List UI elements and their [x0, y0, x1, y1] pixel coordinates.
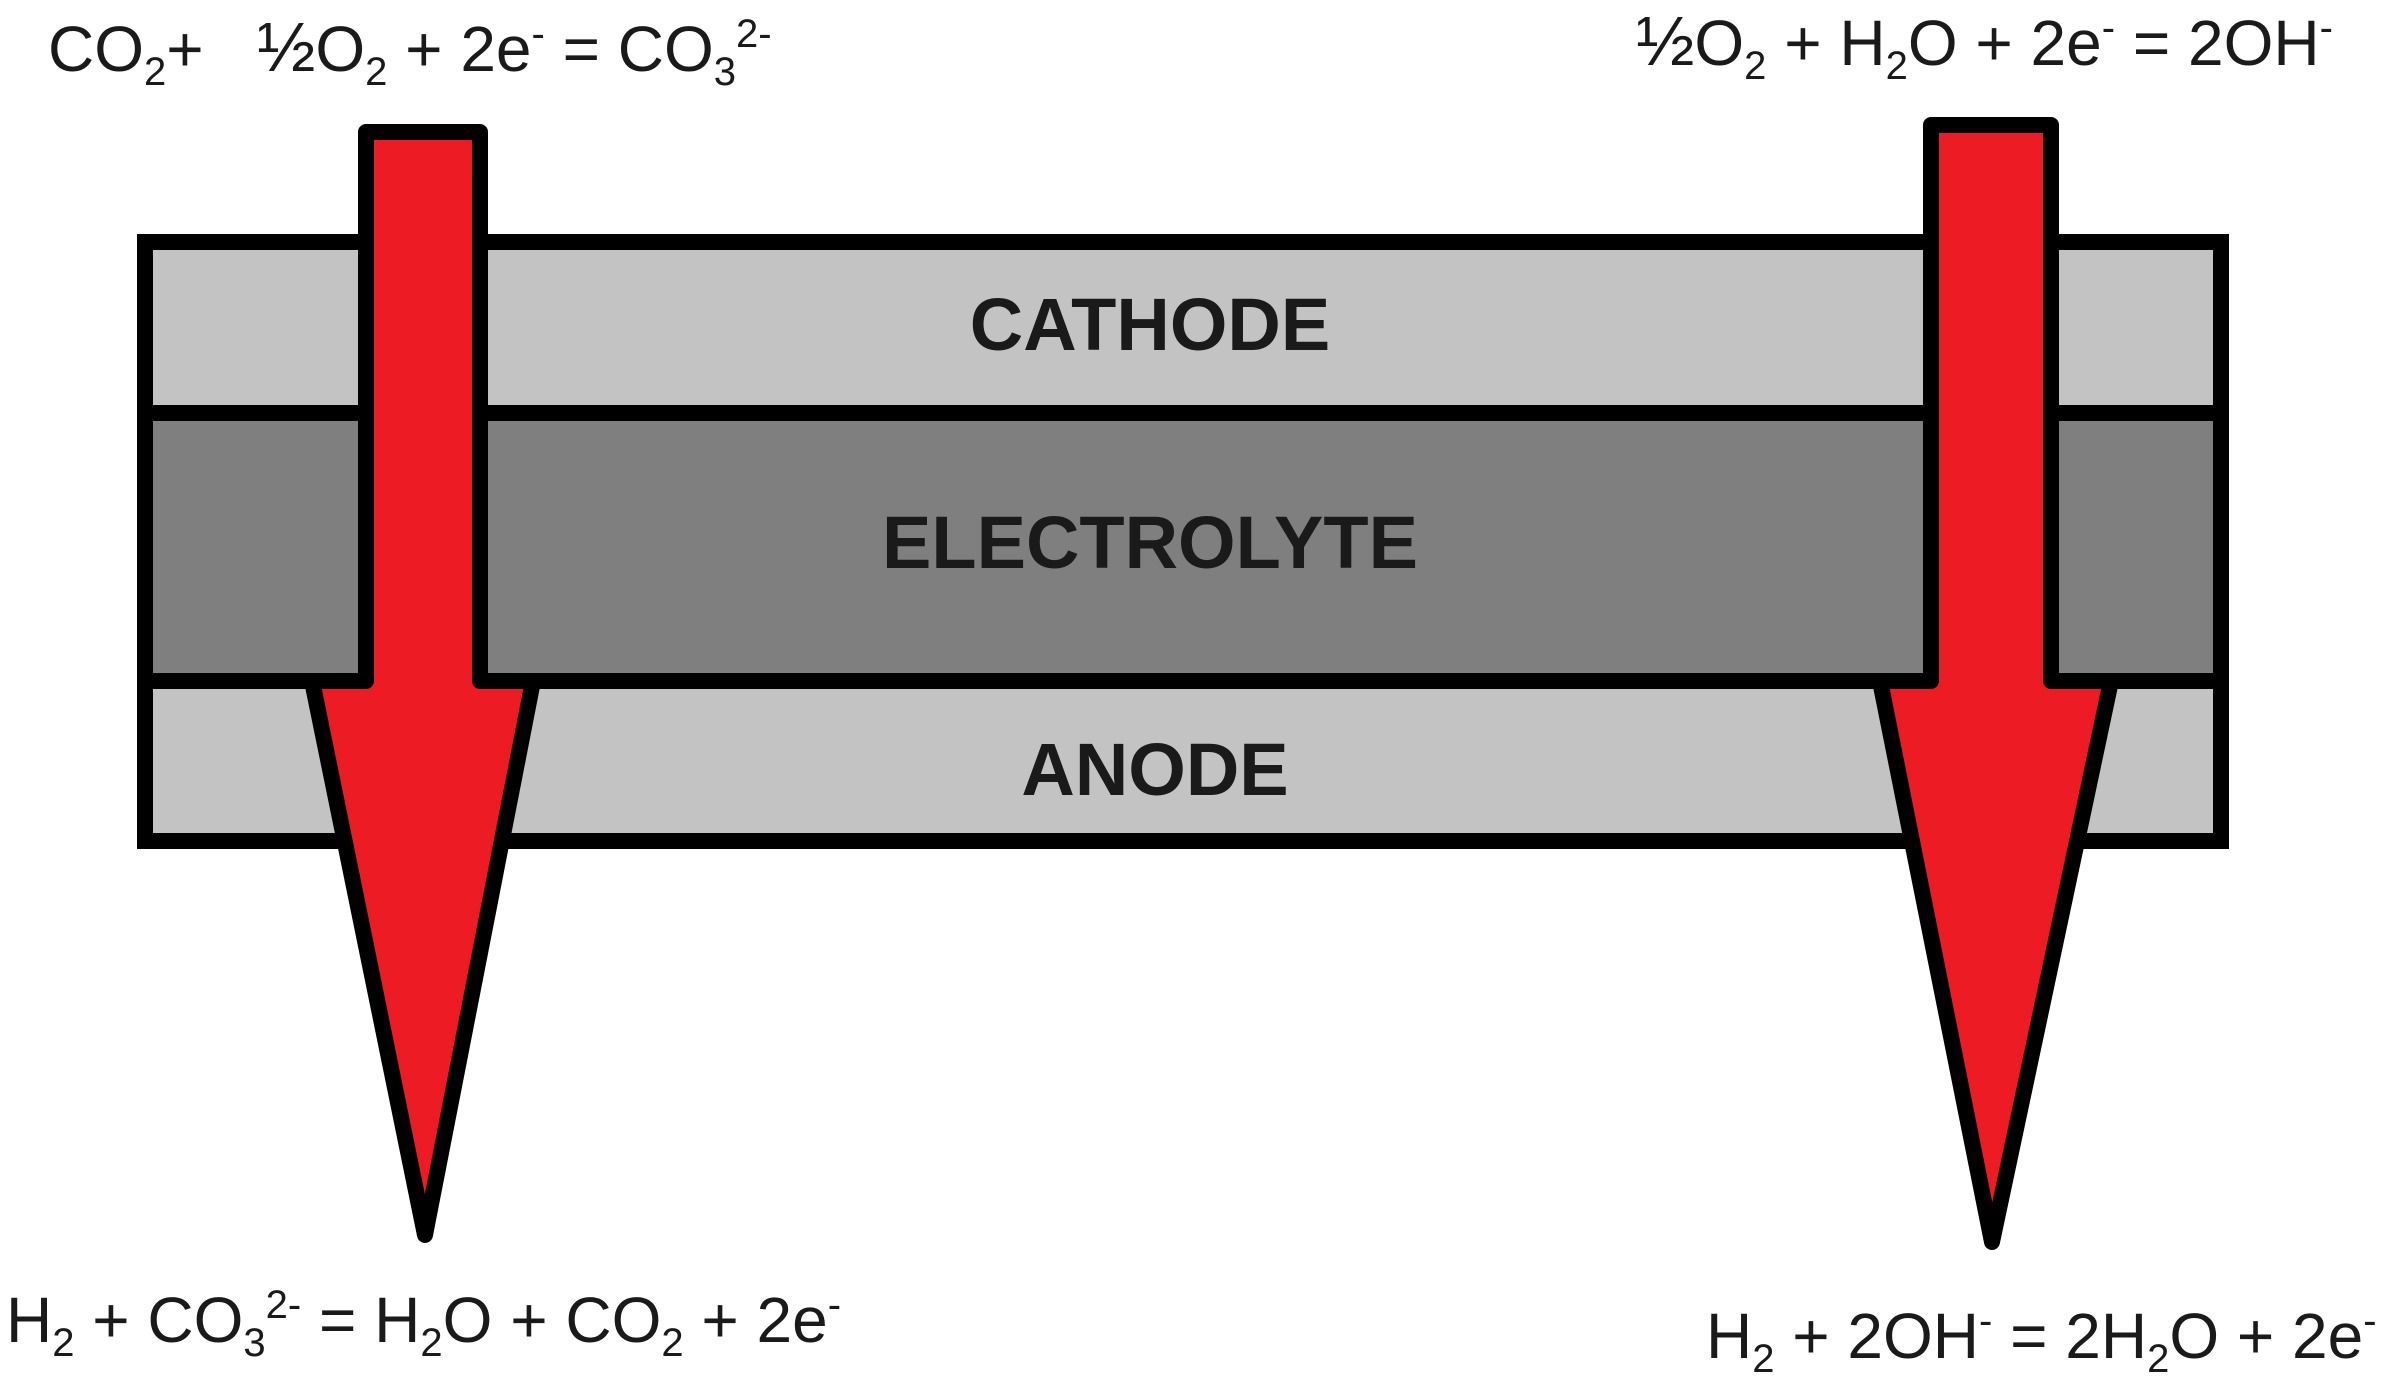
- mcfc-cathode-equation: CO2+ ½O2 + 2e- = CO32-: [48, 8, 772, 94]
- mcfc-anode-equation: H2 + CO32- = H2O + CO2 + 2e-: [6, 1283, 842, 1365]
- cathode-label: CATHODE: [970, 283, 1330, 366]
- afc-cathode-equation: ½O2 + H2O + 2e- = 2OH-: [1636, 2, 2333, 88]
- electrolyte-label: ELECTROLYTE: [882, 501, 1418, 584]
- anode-label: ANODE: [1021, 728, 1288, 811]
- left-arrow: [304, 124, 541, 1243]
- right-arrow: [1872, 117, 2119, 1250]
- afc-anode-equation: H2 + 2OH- = 2H2O + 2e-: [1706, 1299, 2377, 1381]
